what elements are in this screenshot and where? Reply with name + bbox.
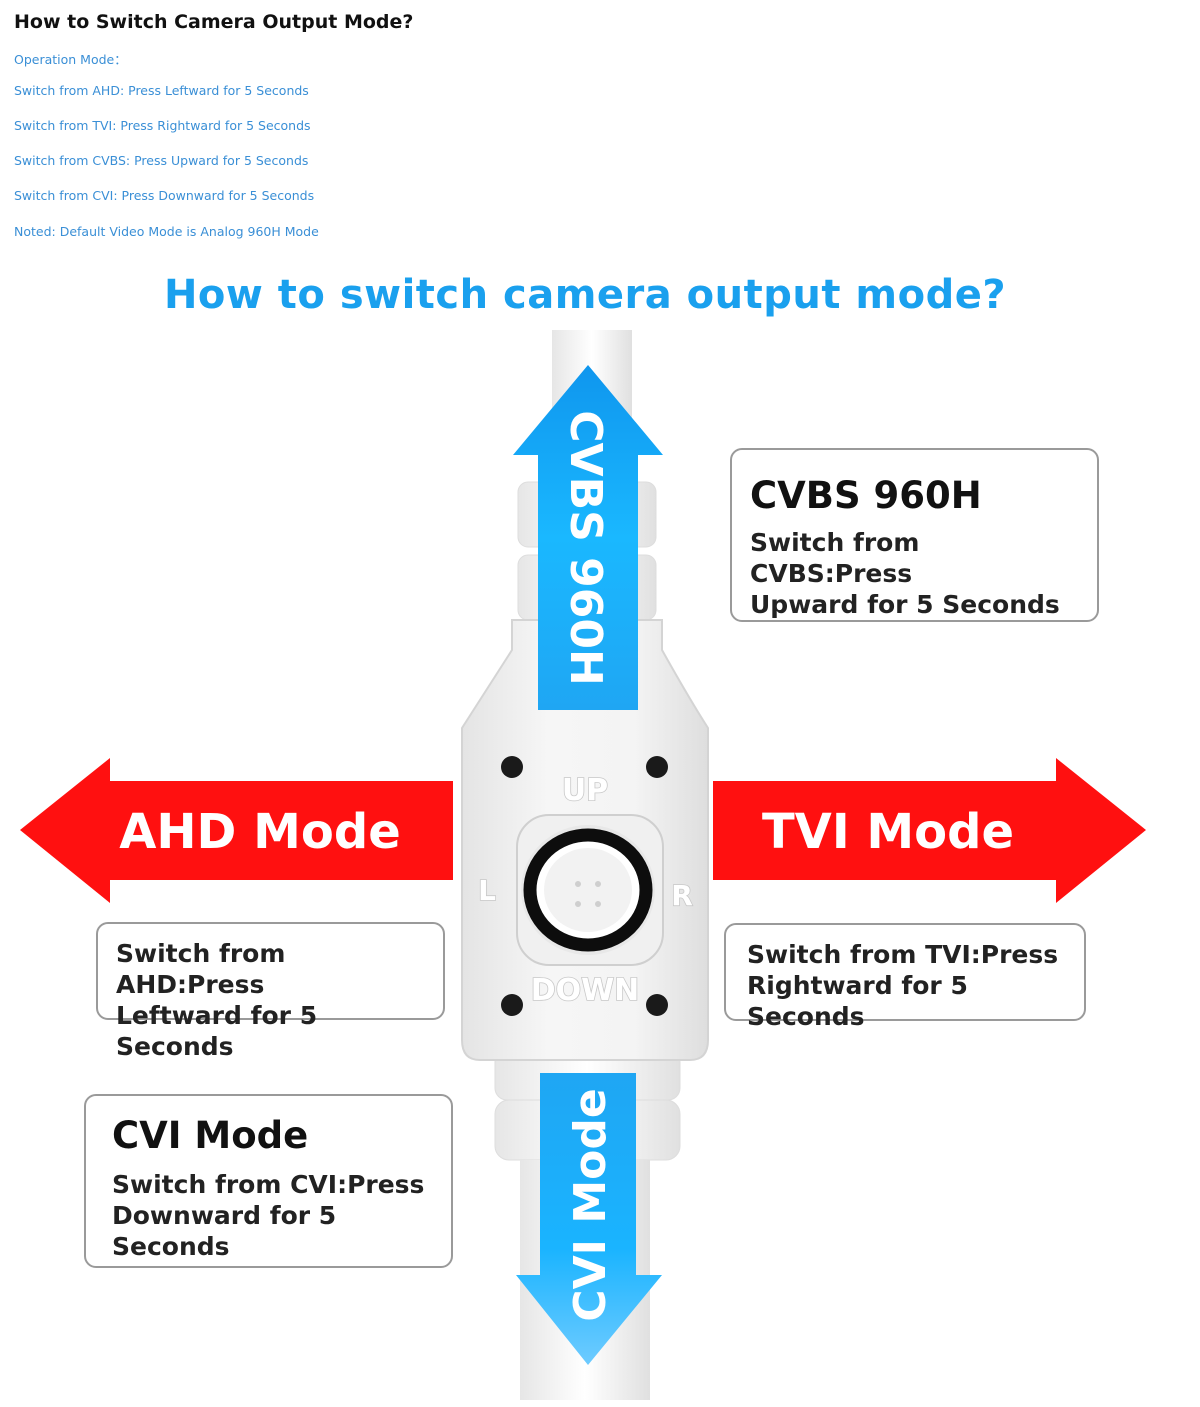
joystick-button-icon (516, 814, 664, 966)
arrow-down-label: CVI Mode (565, 1088, 616, 1321)
info-line-ahd: Switch from AHD: Press Leftward for 5 Se… (14, 83, 309, 98)
info-line-default-note: Noted: Default Video Mode is Analog 960H… (14, 224, 319, 239)
ahd-box-text: Switch from AHD:Press Leftward for 5 Sec… (116, 939, 318, 1061)
cvi-box-text: Switch from CVI:Press Downward for 5 Sec… (112, 1169, 425, 1261)
screw-hole-icon (501, 994, 523, 1016)
arrow-left-label: AHD Mode (119, 804, 401, 860)
button-label-left: L (478, 874, 496, 907)
tvi-info-box: Switch from TVI:Press Rightward for 5 Se… (724, 923, 1086, 1031)
cvbs-box-text: Switch from CVBS:Press Upward for 5 Seco… (750, 527, 1060, 619)
arrow-up-icon: CVBS 960H (513, 365, 663, 710)
info-line-cvbs: Switch from CVBS: Press Upward for 5 Sec… (14, 153, 309, 168)
diagram-title: How to switch camera output mode? (163, 272, 1007, 318)
screw-hole-icon (646, 994, 668, 1016)
cvbs-box-title: CVBS 960H (750, 474, 982, 517)
tvi-box-text: Switch from TVI:Press Rightward for 5 Se… (747, 940, 1059, 1031)
cvbs-info-box: CVBS 960H Switch from CVBS:Press Upward … (730, 448, 1099, 622)
info-line-tvi: Switch from TVI: Press Rightward for 5 S… (14, 118, 311, 133)
ahd-info-box: Switch from AHD:Press Leftward for 5 Sec… (96, 922, 445, 1061)
button-label-right: R (671, 879, 693, 912)
button-label-up: UP (562, 773, 608, 808)
cvi-box-title: CVI Mode (112, 1114, 309, 1157)
joystick-housing: UP DOWN L R (461, 619, 709, 1061)
button-label-down: DOWN (531, 973, 640, 1008)
info-line-operation-mode: Operation Mode： (14, 52, 127, 67)
cvi-info-box: CVI Mode Switch from CVI:Press Downward … (84, 1094, 453, 1268)
page-title: How to Switch Camera Output Mode? (14, 11, 414, 33)
arrow-right-label: TVI Mode (762, 804, 1014, 860)
arrow-down-icon: CVI Mode (516, 1073, 662, 1365)
info-line-cvi: Switch from CVI: Press Downward for 5 Se… (14, 188, 315, 203)
screw-hole-icon (501, 756, 523, 778)
arrow-left-icon: AHD Mode (20, 758, 453, 903)
arrow-up-label: CVBS 960H (560, 410, 611, 686)
screw-hole-icon (646, 756, 668, 778)
arrow-right-icon: TVI Mode (713, 758, 1146, 903)
